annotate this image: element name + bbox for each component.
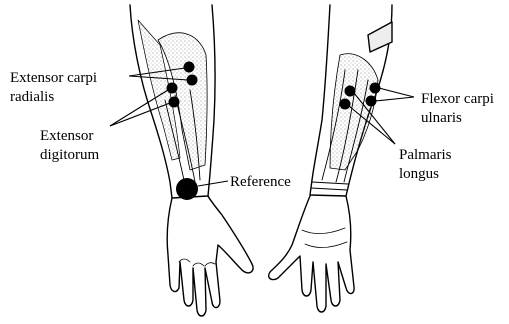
label-extensor-carpi-radialis-line1: Extensor carpi bbox=[10, 70, 97, 86]
label-flexor-carpi-ulnaris-line1: Flexor carpi bbox=[421, 91, 494, 107]
left-knuckle-lines bbox=[179, 259, 215, 266]
right-forearm-ventral bbox=[269, 5, 392, 312]
electrode-palmaris-longus-1 bbox=[345, 86, 356, 97]
electrode-extensor-carpi-radialis-1 bbox=[184, 62, 195, 73]
electrode-extensor-carpi-radialis-2 bbox=[187, 75, 198, 86]
right-palm-lines bbox=[302, 228, 347, 248]
labels: Extensor carpi radialis Extensor digitor… bbox=[10, 70, 494, 190]
electrode-flexor-carpi-ulnaris-2 bbox=[366, 96, 377, 107]
electrode-extensor-digitorum-1 bbox=[167, 83, 178, 94]
leader-fcu-2 bbox=[375, 97, 414, 101]
electrode-reference bbox=[176, 178, 198, 200]
right-muscle-region bbox=[330, 54, 378, 170]
label-palmaris-longus-line1: Palmaris bbox=[399, 147, 452, 163]
left-hand-outline bbox=[167, 196, 253, 316]
left-forearm-dorsal bbox=[130, 5, 253, 316]
label-flexor-carpi-ulnaris-line2: ulnaris bbox=[421, 110, 462, 126]
label-reference: Reference bbox=[230, 174, 291, 190]
leader-fcu-1 bbox=[379, 88, 414, 97]
right-wrist-creases bbox=[311, 182, 348, 190]
right-hand-outline bbox=[269, 196, 354, 312]
label-extensor-digitorum-line2: digitorum bbox=[40, 147, 99, 163]
label-palmaris-longus-line2: longus bbox=[399, 166, 439, 182]
electrode-palmaris-longus-2 bbox=[340, 99, 351, 110]
label-extensor-carpi-radialis-line2: radialis bbox=[10, 89, 54, 105]
electrode-extensor-digitorum-2 bbox=[169, 97, 180, 108]
electrode-flexor-carpi-ulnaris-1 bbox=[370, 83, 381, 94]
label-extensor-digitorum-line1: Extensor bbox=[40, 128, 93, 144]
leader-reference bbox=[198, 181, 228, 186]
